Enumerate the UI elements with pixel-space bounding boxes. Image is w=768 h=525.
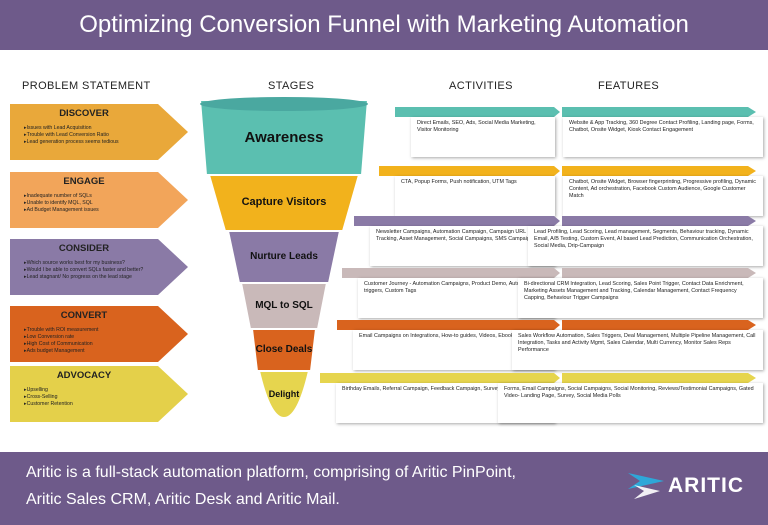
row-arrow-band xyxy=(320,373,756,383)
problem-issue-item: Trouble with Lead Conversion Ratio xyxy=(24,132,164,139)
problem-issue-item: Customer Retention xyxy=(24,401,164,408)
stage-row-4 xyxy=(342,268,758,326)
problem-issue-item: Upselling xyxy=(24,387,164,394)
problem-issue-item: High Cost of Communication xyxy=(24,341,164,348)
problem-issue-item: Ads budget Management xyxy=(24,348,164,355)
row-arrow-band xyxy=(342,268,756,278)
stage-row-6 xyxy=(320,373,758,431)
row-arrow-band xyxy=(379,166,756,176)
problem-issue-item: Unable to identify MQL, SQL xyxy=(24,200,164,207)
problem-issue-list: Trouble with ROI measurementLow Conversi… xyxy=(24,327,164,355)
funnel-segment-2 xyxy=(207,174,361,232)
activities-card: CTA, Popup Forms, Push notification, UTM… xyxy=(395,176,555,216)
problem-issue-item: Lead stagnant/ No progress on the lead s… xyxy=(24,274,164,281)
funnel-segment-3 xyxy=(226,230,342,284)
stage-row-3 xyxy=(354,216,758,274)
funnel-rim xyxy=(200,97,368,111)
page-title: Optimizing Conversion Funnel with Market… xyxy=(0,0,768,50)
aritic-logo-icon xyxy=(628,473,664,499)
funnel-segment-6 xyxy=(257,370,311,420)
problem-issue-item: Trouble with ROI measurement xyxy=(24,327,164,334)
problem-engage: ENGAGE Inadequate number of SQLsUnable to… xyxy=(10,172,188,228)
problem-title: DISCOVER xyxy=(59,108,109,119)
problem-issue-item: Ad Budget Management issues xyxy=(24,207,164,214)
problem-convert: CONVERT Trouble with ROI measurementLow C… xyxy=(10,306,188,362)
funnel-segment-4 xyxy=(239,282,329,330)
stage-label: Close Deals xyxy=(255,344,313,355)
problem-issue-item: Cross-Selling xyxy=(24,394,164,401)
stage-row-1 xyxy=(395,107,758,165)
stage-label: Awareness xyxy=(244,128,324,146)
funnel-segment-5 xyxy=(250,328,318,372)
row-arrow-band xyxy=(354,216,756,226)
problem-title: CONSIDER xyxy=(58,243,110,254)
stage-label: Nurture Leads xyxy=(250,251,318,262)
problem-discover: DISCOVER Issues with Lead AcquisitionTrou… xyxy=(10,104,188,160)
header-problem-statement: PROBLEM STATEMENT xyxy=(22,80,151,92)
activities-card: Newsletter Campaigns, Automation Campaig… xyxy=(370,226,555,266)
features-card: Website & App Tracking, 360 Degree Conta… xyxy=(563,117,763,157)
stage-label: Capture Visitors xyxy=(241,196,327,209)
features-card: Forms, Email Campaigns, Social Campaigns… xyxy=(498,383,763,423)
problem-title: CONVERT xyxy=(60,310,108,321)
problem-issue-item: Would I be able to convert SQLs faster a… xyxy=(24,267,164,274)
problem-issue-item: Issues with Lead Acquisition xyxy=(24,125,164,132)
problem-consider: CONSIDER Which source works best for my b… xyxy=(10,239,188,295)
footer-line-1: Aritic is a full-stack automation platfo… xyxy=(26,464,516,481)
features-card: Sales Workflow Automation, Sales Trigger… xyxy=(512,330,763,370)
features-card: Chatbot, Onsite Widget, Browser fingerpr… xyxy=(563,176,763,216)
logo-wordmark: ARITIC xyxy=(668,474,744,497)
problem-issue-item: Lead generation process seems tedious xyxy=(24,139,164,146)
problem-issue-item: Inadequate number of SQLs xyxy=(24,193,164,200)
stage-label: Delight xyxy=(268,389,300,400)
features-card: Lead Profiling, Lead Scoring, Lead manag… xyxy=(528,226,763,266)
header-features: FEATURES xyxy=(598,80,660,92)
header-stages: STAGES xyxy=(268,80,315,92)
activities-card: Direct Emails, SEO, Ads, Social Media Ma… xyxy=(411,117,555,157)
problem-issue-item: Low Conversion rate xyxy=(24,334,164,341)
problem-issue-list: UpsellingCross-SellingCustomer Retention xyxy=(24,387,164,408)
problem-advocacy: ADVOCACY UpsellingCross-SellingCustomer R… xyxy=(10,366,188,422)
stage-row-5 xyxy=(337,320,758,378)
row-arrow-band xyxy=(395,107,756,117)
stage-label: MQL to SQL xyxy=(255,300,313,311)
stage-row-2 xyxy=(379,166,758,224)
problem-title: ADVOCACY xyxy=(56,370,112,381)
features-card: Bi-directional CRM Integration, Lead Sco… xyxy=(518,278,763,318)
problem-issue-list: Which source works best for my business?… xyxy=(24,260,164,281)
footer-line-2: Aritic Sales CRM, Aritic Desk and Aritic… xyxy=(26,491,340,508)
problem-title: ENGAGE xyxy=(63,176,105,187)
problem-issue-item: Which source works best for my business? xyxy=(24,260,164,267)
row-arrow-band xyxy=(337,320,756,330)
problem-issue-list: Inadequate number of SQLsUnable to ident… xyxy=(24,193,164,214)
problem-issue-list: Issues with Lead AcquisitionTrouble with… xyxy=(24,125,164,146)
header-activities: ACTIVITIES xyxy=(449,80,513,92)
